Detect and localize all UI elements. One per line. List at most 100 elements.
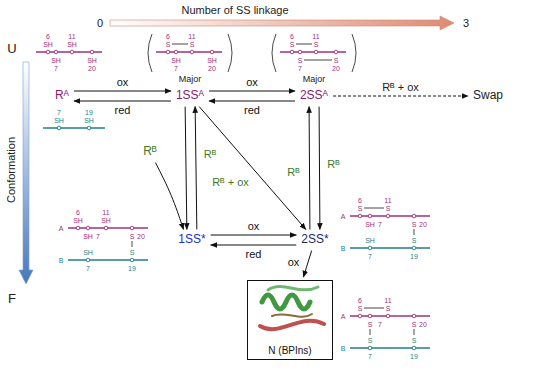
- residue-label: SH: [83, 233, 93, 240]
- cysteine-dot: [368, 214, 372, 218]
- cysteine-dot: [412, 214, 416, 218]
- reaction-arrow: [209, 101, 295, 102]
- residue-label: S: [314, 41, 319, 48]
- residue-label: 11: [384, 197, 391, 204]
- residue-label: 7: [54, 65, 58, 72]
- species-label: Rᴬ: [53, 88, 71, 103]
- residue-label: S: [358, 205, 363, 212]
- state-label: F: [8, 292, 16, 305]
- residue-label: S: [412, 337, 417, 344]
- residue-label: SH: [43, 41, 53, 48]
- residue-label: 11: [312, 33, 319, 40]
- residue-label: SH: [87, 57, 97, 64]
- peptide-chain-a: [156, 51, 222, 53]
- residue-label: 7: [368, 253, 372, 260]
- axis-title: Conformation: [6, 137, 17, 203]
- cysteine-dot: [130, 226, 134, 230]
- reaction-arrow: [319, 107, 321, 230]
- residue-label: S: [334, 57, 339, 64]
- residue-label: 11: [102, 209, 109, 216]
- edge-label: red: [114, 105, 132, 116]
- residue-label: 20: [208, 65, 216, 72]
- node-text: Swap: [473, 89, 503, 102]
- reaction-arrow: [303, 251, 311, 277]
- axis-min: 0: [97, 18, 103, 29]
- residue-label: 7: [378, 321, 382, 328]
- axis-title: Number of SS linkage: [182, 5, 289, 16]
- conformation-arrow: [19, 62, 33, 284]
- residue-label: S: [412, 221, 417, 228]
- species-label: 1SS*: [176, 232, 207, 247]
- residue-label: S: [386, 305, 391, 312]
- residue-label: SH: [171, 57, 181, 64]
- residue-label: S: [368, 321, 373, 328]
- residue-label: 7: [96, 233, 100, 240]
- reaction-arrow: [211, 245, 297, 246]
- residue-label: SH: [83, 249, 93, 256]
- cysteine-dot: [57, 126, 61, 130]
- residue-label: 20: [88, 65, 96, 72]
- residue-label: SH: [67, 41, 77, 48]
- residue-label: B: [341, 345, 346, 352]
- peptide-chain-b: [350, 347, 430, 349]
- node-text: N (BPIns): [268, 345, 311, 356]
- reaction-arrow: [155, 163, 183, 230]
- disulfide-bond: [414, 329, 415, 335]
- node-text: 2SS*: [301, 233, 328, 246]
- cysteine-dot: [298, 50, 302, 54]
- species-label: 2SSᴬ: [298, 88, 330, 103]
- residue-label: 11: [384, 297, 391, 304]
- residue-label: 20: [419, 321, 427, 328]
- disulfide-bond: [304, 60, 332, 61]
- bracket: [228, 34, 232, 72]
- residue-label: 11: [188, 33, 195, 40]
- edge-label: Rᴮ: [203, 149, 218, 160]
- reaction-arrow: [211, 235, 297, 236]
- node-text: Rᴮ: [143, 145, 157, 158]
- cysteine-dot: [87, 126, 91, 130]
- cysteine-dot: [368, 314, 372, 318]
- residue-label: S: [190, 41, 195, 48]
- residue-label: S: [166, 41, 171, 48]
- ss-count-arrow: [110, 16, 454, 30]
- residue-label: SH: [84, 117, 94, 124]
- note-label: Major: [303, 75, 326, 84]
- cysteine-dot: [190, 50, 194, 54]
- residue-label: S: [368, 337, 373, 344]
- cysteine-dot: [386, 314, 390, 318]
- cysteine-dot: [70, 50, 74, 54]
- edge-label: Rᴮ: [286, 167, 301, 178]
- reaction-arrow: [209, 91, 295, 92]
- residue-label: 7: [86, 265, 90, 272]
- disulfide-bond: [364, 208, 384, 209]
- note-label: Major: [179, 75, 202, 84]
- residue-label: A: [341, 313, 346, 320]
- residue-label: 6: [290, 33, 294, 40]
- bracket: [272, 34, 276, 72]
- residue-label: S: [358, 305, 363, 312]
- peptide-chain-a: [36, 51, 102, 53]
- cysteine-dot: [412, 314, 416, 318]
- peptide-chain-b: [350, 247, 430, 249]
- axis-max: 3: [463, 18, 469, 29]
- residue-label: 6: [358, 197, 362, 204]
- peptide-chain-b: [43, 127, 105, 129]
- residue-label: S: [130, 233, 135, 240]
- residue-label: 7: [174, 65, 178, 72]
- edge-label: ox: [245, 77, 259, 88]
- reaction-arrow: [74, 101, 171, 102]
- residue-label: S: [412, 321, 417, 328]
- product-label: Swap: [471, 88, 505, 103]
- edge-label: ox: [287, 256, 301, 267]
- node-text: 2SSᴬ: [300, 89, 328, 102]
- residue-label: 7: [378, 221, 382, 228]
- residue-label: 19: [410, 353, 418, 360]
- residue-label: B: [59, 257, 64, 264]
- peptide-chain-b: [68, 259, 148, 261]
- cysteine-dot: [290, 50, 294, 54]
- node-text: 1SSᴬ: [176, 89, 204, 102]
- edge-label: Rᴮ + ox: [211, 177, 250, 188]
- peptide-chain-a: [280, 51, 346, 53]
- disulfide-bond: [296, 44, 312, 45]
